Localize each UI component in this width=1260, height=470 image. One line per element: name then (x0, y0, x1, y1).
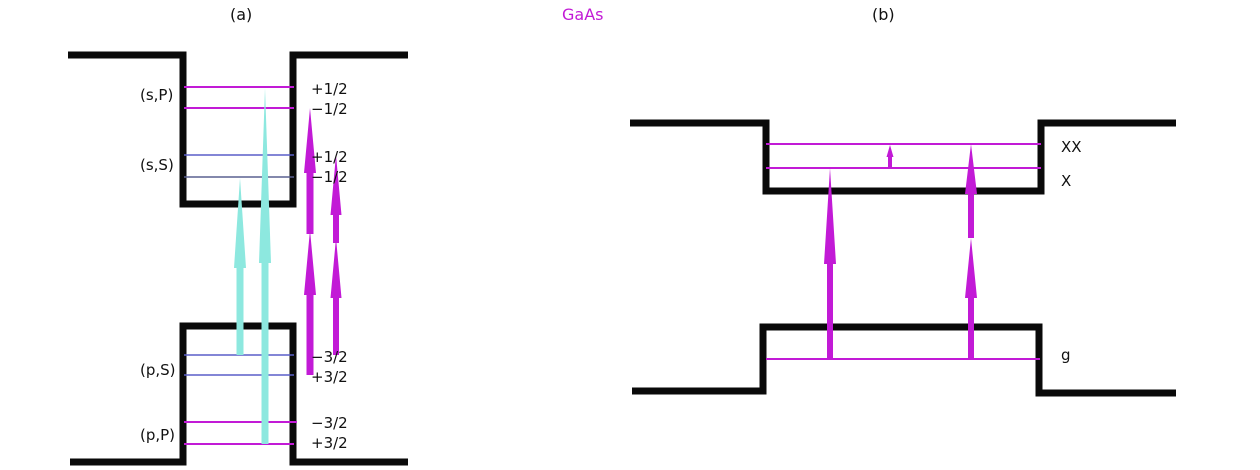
transition-arrow-magenta-1b (304, 108, 316, 234)
panel-a-conduction-well (68, 51, 408, 208)
panel-a-title: (a) (230, 5, 252, 24)
panel-b-title: (b) (872, 5, 895, 24)
transition-arrow-magenta-2a (330, 238, 342, 355)
transition-arrow-cyan-1 (234, 178, 246, 355)
spin-label-pP-lower: +3/2 (311, 434, 348, 452)
transition-arrow-g-to-X (824, 168, 836, 359)
spin-label-pP-upper: −3/2 (311, 414, 348, 432)
transition-arrow-small-X-to-XX (886, 145, 894, 168)
spin-label-sP-upper: +1/2 (311, 80, 348, 98)
level-label-g: g (1061, 346, 1071, 364)
transition-arrow-g-to-X-2 (965, 238, 977, 359)
panel-b-conduction-well (630, 119, 1176, 195)
panel-b-valence-well (632, 323, 1176, 397)
spin-label-sP-lower: −1/2 (311, 100, 348, 118)
transition-arrow-cyan-2 (259, 88, 271, 444)
state-label-pS: (p,S) (140, 361, 176, 379)
spin-label-pS-upper: −3/2 (311, 348, 348, 366)
state-label-sP: (s,P) (140, 86, 173, 104)
spin-label-sS-upper: +1/2 (311, 148, 348, 166)
material-label: GaAs (562, 5, 603, 24)
state-label-sS: (s,S) (140, 156, 174, 174)
state-label-pP: (p,P) (140, 426, 175, 444)
spin-label-pS-lower: +3/2 (311, 368, 348, 386)
level-label-XX: XX (1061, 138, 1082, 156)
transition-arrow-magenta-2b (330, 155, 342, 243)
spin-label-sS-lower: −1/2 (311, 168, 348, 186)
transition-arrow-X-to-XX (965, 144, 977, 238)
transition-arrow-magenta-1a (304, 230, 316, 375)
level-label-X: X (1061, 172, 1071, 190)
